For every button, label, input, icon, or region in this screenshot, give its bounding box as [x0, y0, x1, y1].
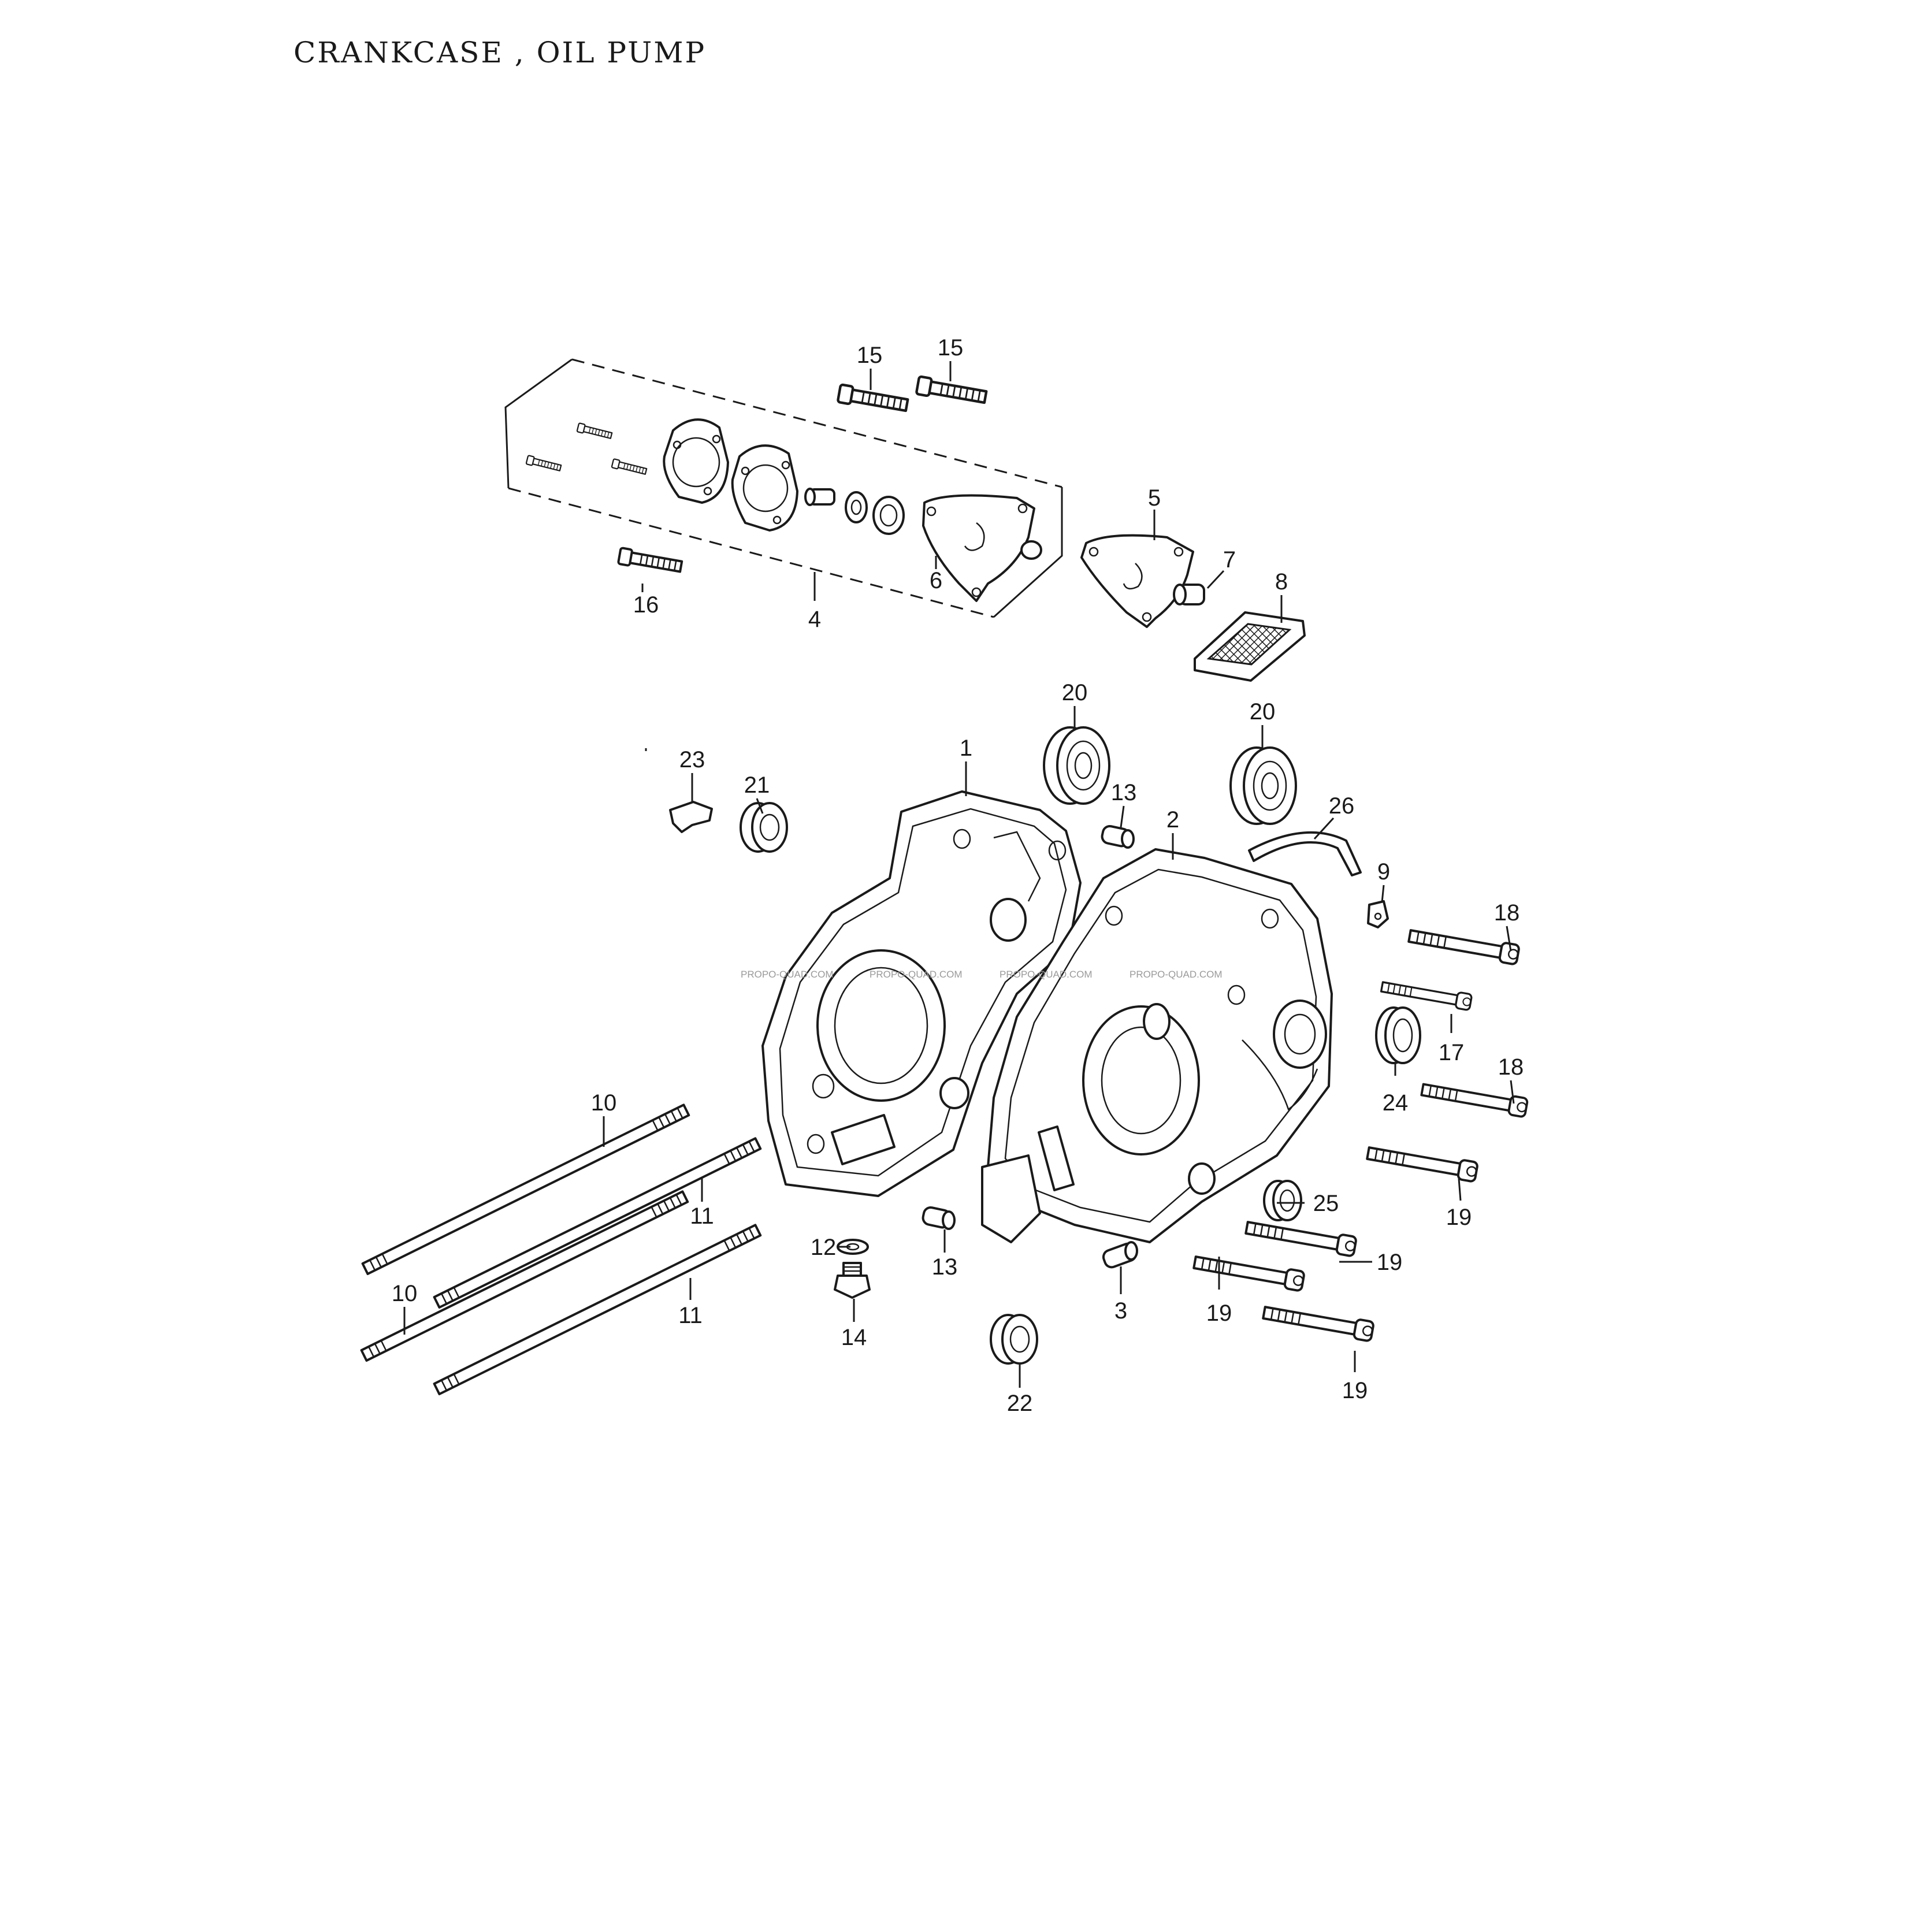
callout-19-c: 19 [1206, 1301, 1232, 1326]
crankcase-left-half [761, 790, 1082, 1197]
oil-pump-inner-rotor [845, 491, 868, 523]
oil-pump-small-screws [525, 422, 648, 477]
oil-pump-long-screw [616, 547, 684, 576]
stud-10-top [361, 1104, 690, 1275]
leader-lines [403, 361, 1515, 1388]
callout-16: 16 [633, 592, 659, 618]
callout-3: 3 [1114, 1298, 1127, 1324]
callout-20-left: 20 [1062, 680, 1088, 705]
callout-26: 26 [1329, 793, 1355, 819]
callout-17: 17 [1439, 1040, 1465, 1065]
callout-6: 6 [930, 568, 942, 593]
callout-4: 4 [808, 607, 821, 632]
callout-18-top: 18 [1494, 900, 1520, 926]
dowel-3 [1102, 1241, 1138, 1269]
callout-5: 5 [1148, 485, 1161, 511]
callout-15-left: 15 [857, 343, 883, 368]
callout-12: 12 [811, 1235, 837, 1260]
callout-19-b: 19 [1377, 1250, 1403, 1275]
callout-9: 9 [1377, 859, 1390, 885]
callout-10-bottom: 10 [392, 1281, 418, 1306]
callout-20-right: 20 [1250, 699, 1276, 724]
bearing-20-left [1043, 726, 1110, 805]
callout-19-a: 19 [1446, 1205, 1472, 1230]
callout-7: 7 [1223, 547, 1236, 573]
callout-11-top: 11 [690, 1203, 714, 1229]
clip-23 [669, 801, 713, 833]
bolt-18-top [1407, 925, 1521, 966]
dowel-13-bottom [922, 1206, 956, 1230]
oil-pump-gasket-outer [663, 418, 729, 504]
needle-bearing-21 [740, 802, 788, 853]
bolt-15-left [838, 384, 908, 414]
callout-1: 1 [960, 735, 972, 761]
callout-13-top: 13 [1111, 780, 1137, 805]
oil-pump-outer-rotor [872, 496, 905, 535]
callout-10-top: 10 [591, 1090, 617, 1116]
bolt-17 [1379, 978, 1473, 1012]
bolt-15-right [916, 376, 987, 406]
callout-24: 24 [1383, 1090, 1409, 1116]
oil-pump-cover [1080, 534, 1194, 628]
callout-11-bottom: 11 [678, 1303, 703, 1328]
callout-18-mid: 18 [1498, 1054, 1524, 1080]
oil-pump-shaft [804, 488, 835, 506]
clip-9 [1367, 900, 1389, 928]
oil-strainer-screen [1194, 611, 1306, 682]
oil-pump-assembly-box [504, 358, 1063, 618]
crankcase-right-half [981, 848, 1333, 1243]
bearing-20-right [1229, 746, 1297, 825]
bolt-19-d [1261, 1302, 1376, 1343]
watermark-4: PROPO-QUAD.COM [1130, 969, 1223, 980]
callout-labels: 15 15 16 4 6 5 7 8 20 20 1 2 13 26 23 21… [392, 335, 1524, 1416]
callout-25: 25 [1313, 1191, 1339, 1216]
oil-seal-24 [1375, 1006, 1421, 1064]
watermark-3: PROPO-QUAD.COM [1000, 969, 1093, 980]
bolt-19-a [1365, 1142, 1480, 1183]
oil-pump-body [922, 494, 1042, 602]
callout-22: 22 [1007, 1391, 1033, 1416]
dowel-pin-7 [1173, 584, 1205, 605]
bolt-19-c [1192, 1251, 1306, 1292]
drain-bolt-14 [834, 1262, 871, 1299]
callout-14: 14 [841, 1325, 867, 1350]
oil-pump-gasket-inner [731, 444, 798, 532]
needle-bearing-22 [990, 1314, 1038, 1365]
o-ring-26 [1248, 831, 1362, 876]
stud-11-bottom [433, 1224, 762, 1395]
watermark-1: PROPO-QUAD.COM [741, 969, 834, 980]
oil-seal-25 [1263, 1180, 1302, 1221]
callout-19-d: 19 [1342, 1378, 1368, 1403]
diagram-title: CRANKCASE , OIL PUMP [293, 36, 707, 69]
bolt-19-b [1244, 1217, 1358, 1258]
stud-10-bottom [360, 1190, 689, 1362]
dowel-13-top [1101, 824, 1135, 849]
callout-2: 2 [1166, 807, 1179, 833]
callout-13-bottom: 13 [932, 1254, 958, 1280]
callout-21: 21 [744, 772, 770, 798]
callout-23: 23 [679, 747, 705, 772]
callout-15-right: 15 [938, 335, 964, 361]
callout-8: 8 [1275, 569, 1288, 595]
watermark-2: PROPO-QUAD.COM [870, 969, 963, 980]
